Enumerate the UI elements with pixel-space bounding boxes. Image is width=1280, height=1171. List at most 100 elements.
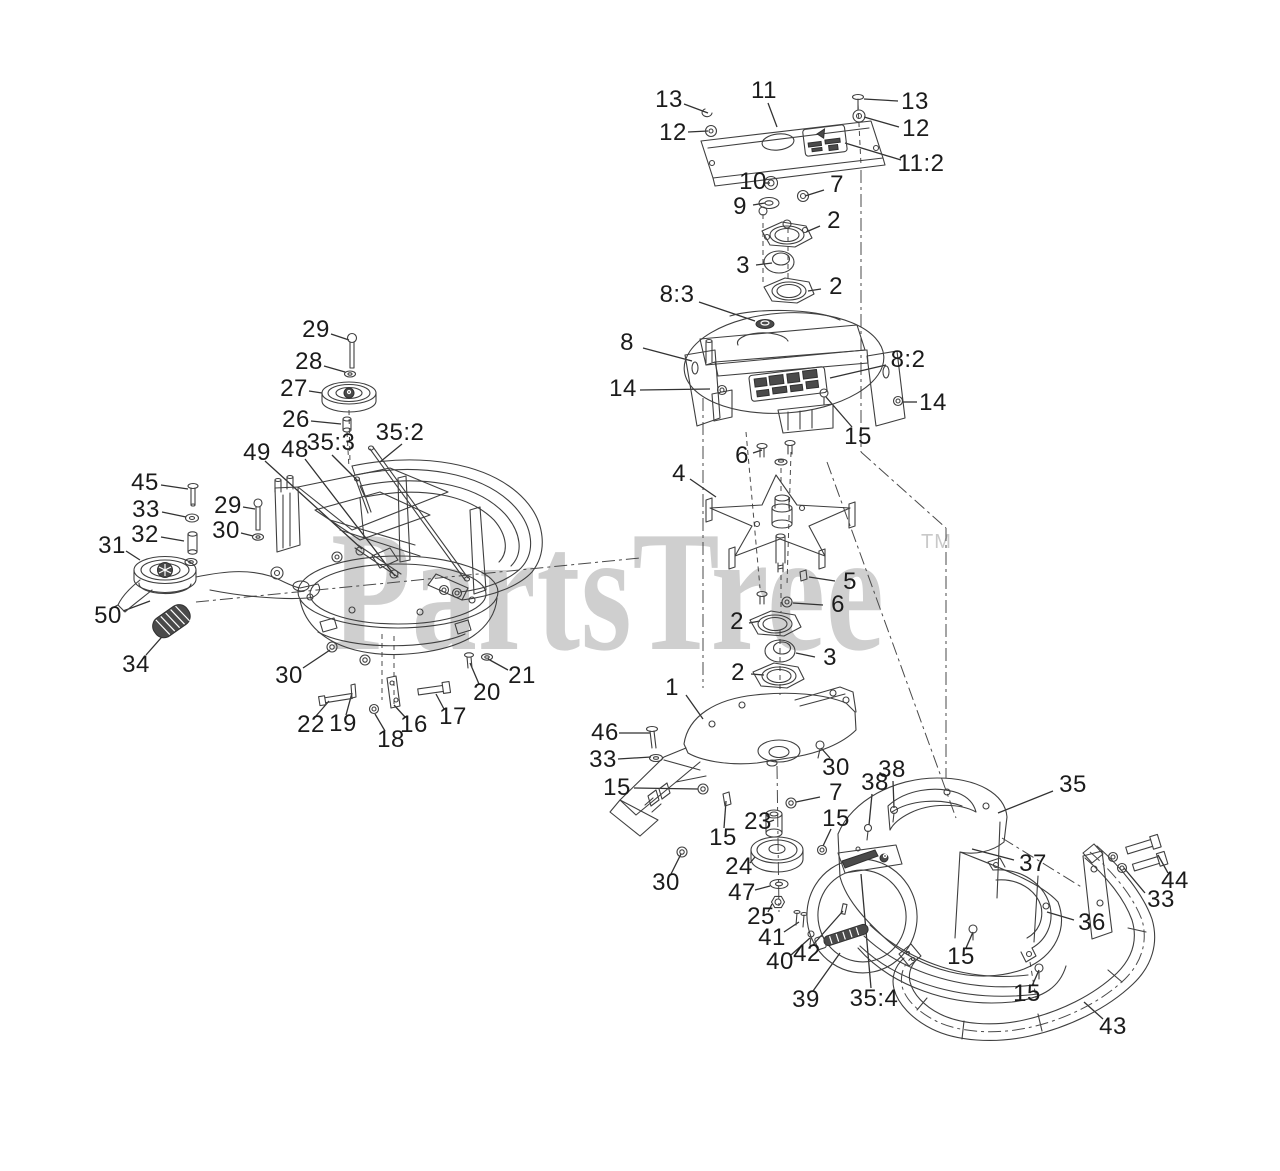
part-callout-30: 30 (212, 517, 240, 544)
grip-39 (814, 923, 869, 950)
part-callout-10: 10 (739, 168, 767, 195)
spacer-32 (184, 531, 198, 567)
blower-pan (297, 555, 499, 655)
part-callout-19: 19 (329, 710, 357, 737)
part-callout-20: 20 (473, 679, 501, 706)
part-callout-29: 29 (302, 316, 330, 343)
bolt-30-upper-right (815, 740, 825, 759)
part-callout-8-3: 8:3 (659, 281, 695, 308)
pin-5 (799, 569, 808, 582)
part-callout-33: 33 (589, 746, 617, 773)
part-callout-14: 14 (919, 389, 947, 416)
washer-33-plate (648, 753, 664, 763)
linkage-48-49 (354, 544, 402, 579)
part-callout-1: 1 (665, 674, 679, 701)
cover-plate (700, 93, 886, 187)
part-callout-40: 40 (766, 948, 794, 975)
part-callout-2: 2 (730, 608, 744, 635)
part-callout-33: 33 (132, 496, 160, 523)
part-callout-22: 22 (297, 711, 325, 738)
part-callout-15: 15 (1013, 980, 1041, 1007)
part-callout-30: 30 (652, 869, 680, 896)
latch-35-4 (837, 844, 903, 874)
pulley-24 (750, 836, 804, 873)
rod-35-3 (353, 476, 372, 514)
part-callout-31: 31 (98, 532, 126, 559)
watermark-tm-mark: TM (921, 531, 952, 553)
part-callout-11: 11 (751, 77, 777, 104)
deck-rails (351, 459, 543, 601)
screw-13-left (701, 108, 713, 118)
part-callout-32: 32 (131, 521, 159, 548)
part-callout-12: 12 (902, 115, 930, 142)
part-callout-33: 33 (1147, 886, 1175, 913)
part-callout-3: 3 (736, 252, 750, 279)
upper-spindle-hardware (758, 175, 815, 304)
screws-41 (793, 909, 808, 928)
part-callout-39: 39 (792, 986, 820, 1013)
part-callout-2: 2 (731, 659, 745, 686)
bolt-29-mid (253, 498, 263, 531)
spacer-26 (342, 416, 352, 433)
part-callout-35-3: 35:3 (306, 429, 356, 456)
part-callout-13: 13 (655, 86, 683, 113)
part-callout-13: 13 (901, 88, 929, 115)
part-callout-7: 7 (829, 779, 843, 806)
screw-14-right (892, 395, 904, 407)
blower-housing-lower (793, 777, 1113, 1004)
part-callout-46: 46 (591, 719, 619, 746)
bracket-36 (987, 857, 1052, 963)
nut-25 (770, 895, 786, 909)
part-callout-15: 15 (822, 805, 850, 832)
screw-6-pair (756, 439, 796, 466)
rod-35-2 (367, 445, 471, 582)
part-callout-30: 30 (822, 754, 850, 781)
part-callout-35-4: 35:4 (849, 985, 899, 1012)
part-callout-17: 17 (439, 703, 467, 730)
nut-15-latch (816, 844, 828, 856)
part-callout-26: 26 (282, 406, 310, 433)
mounting-plate-assembly (609, 686, 857, 909)
part-callout-12: 12 (659, 119, 687, 146)
washers-33-handle (1107, 851, 1128, 874)
part-callout-37: 37 (1019, 850, 1047, 877)
part-callout-3: 3 (823, 644, 837, 671)
part-callout-38: 38 (861, 769, 889, 796)
screw-15-bracket-a (968, 924, 978, 941)
grommet-8-3 (755, 319, 775, 329)
watermark-text: PartsTree (331, 497, 885, 687)
spring-34 (152, 604, 191, 639)
blower-housing-upper (683, 309, 906, 466)
part-callout-47: 47 (728, 879, 756, 906)
part-callout-21: 21 (508, 662, 536, 689)
part-callout-11-2: 11:2 (897, 150, 945, 177)
pin-42 (840, 903, 848, 915)
screw-15-top (819, 388, 829, 406)
screw-13-right (851, 93, 865, 111)
screw-40 (807, 930, 815, 946)
part-callout-15: 15 (844, 423, 872, 450)
part-callout-29: 29 (214, 492, 242, 519)
bolt-46 (645, 725, 659, 749)
part-callout-36: 36 (1078, 909, 1106, 936)
washer-12-left (704, 124, 718, 138)
part-callout-15: 15 (947, 943, 975, 970)
decal-8-2 (748, 366, 828, 402)
part-callout-43: 43 (1099, 1013, 1127, 1040)
part-callout-15: 15 (709, 824, 737, 851)
part-callout-4: 4 (672, 460, 686, 487)
part-callout-2: 2 (827, 207, 841, 234)
washer-30-mid (251, 533, 265, 541)
bearing-upper (763, 250, 795, 274)
part-callout-45: 45 (131, 469, 159, 496)
part-callout-8: 8 (620, 329, 634, 356)
part-callout-44: 44 (1161, 867, 1189, 894)
bolt-29-top (346, 332, 358, 369)
part-callout-15: 15 (603, 774, 631, 801)
nuts-30-pan (326, 641, 371, 666)
part-callout-35: 35 (1059, 771, 1087, 798)
screw-38-pair (863, 805, 899, 841)
handle-43 (892, 843, 1156, 1042)
